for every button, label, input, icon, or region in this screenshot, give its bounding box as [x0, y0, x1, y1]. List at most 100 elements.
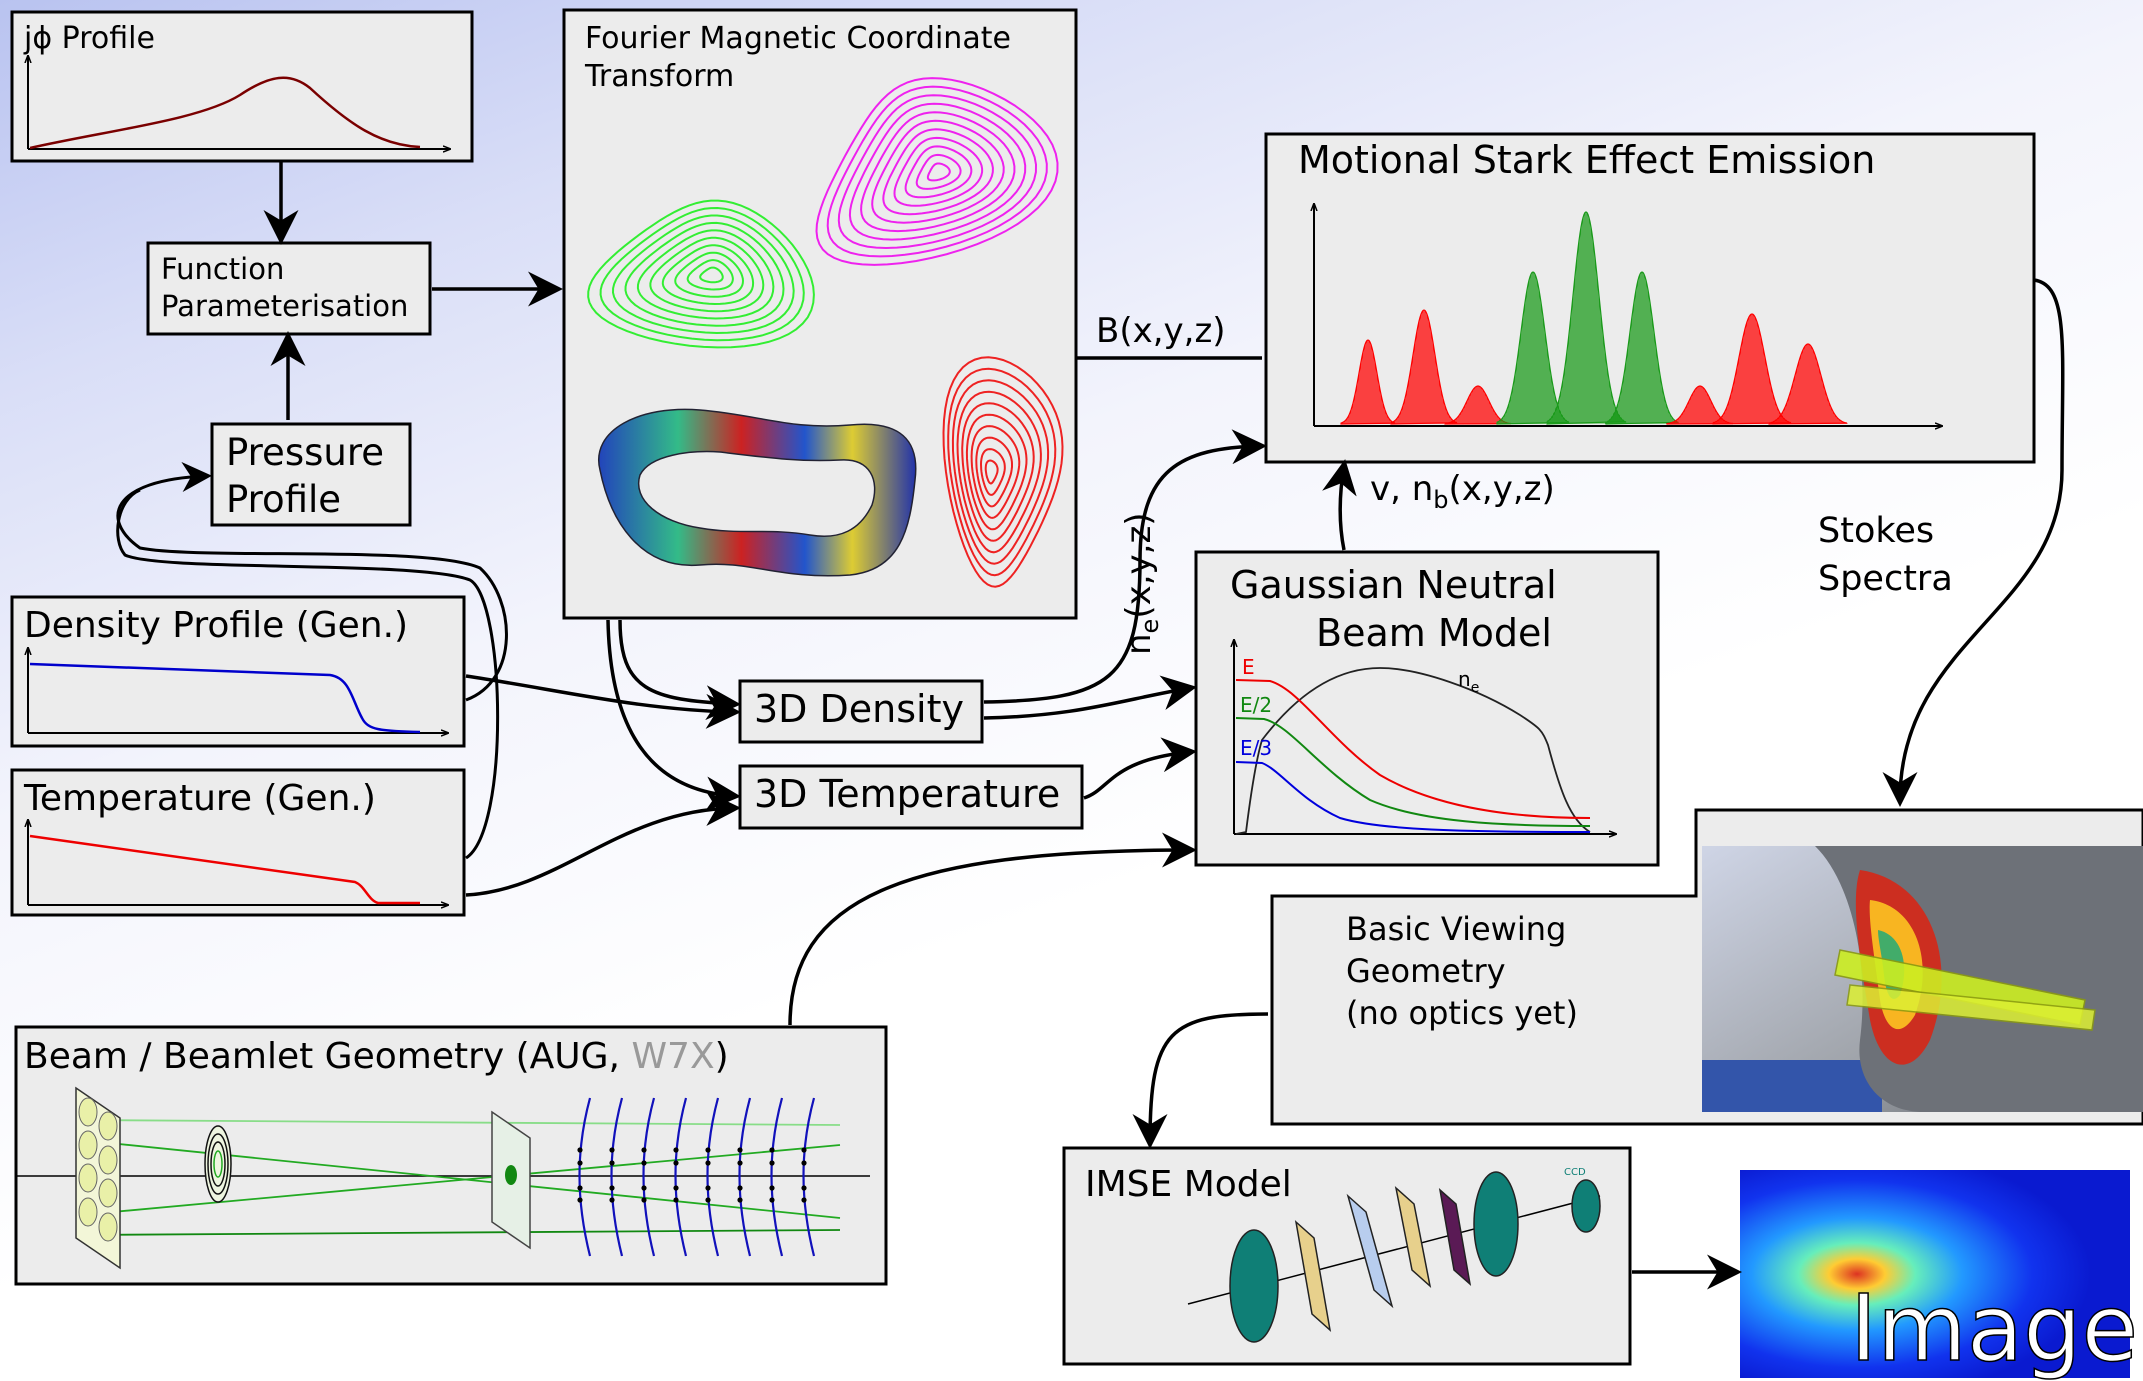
beamlet-dot [577, 1185, 583, 1191]
beam-E3-curve [1235, 761, 1591, 833]
jphi-curve [29, 76, 421, 150]
stellarator-plasma-3d-surface [597, 408, 917, 577]
beam-E2-label: E/2 [1240, 693, 1272, 717]
beamlet-dot [577, 1197, 583, 1203]
green-flux-surface-contours [587, 199, 815, 349]
temperature-3d-box: 3D Temperature [738, 764, 1084, 830]
beam-arc [610, 1097, 624, 1257]
flux-contour [926, 162, 951, 182]
beamlet-dot [801, 1147, 807, 1153]
flux-contour [686, 259, 734, 291]
flux-contour [942, 356, 1064, 588]
magenta-flux-surface-contours [815, 77, 1059, 266]
beamlet-dot [705, 1147, 711, 1153]
flux-contour [882, 128, 994, 216]
beamlet-dot [737, 1147, 743, 1153]
flux-contour [699, 266, 724, 284]
image-label: Image [1850, 1275, 2138, 1381]
flux-contour [599, 206, 805, 342]
flux-contour [674, 251, 745, 298]
beamlet-dot [737, 1185, 743, 1191]
flux-contour [837, 94, 1038, 250]
beam-E-curve [1235, 679, 1591, 819]
spectral-peak [1768, 343, 1848, 425]
beamlet-dot [641, 1147, 647, 1153]
gaussian-title-line2: Beam Model [1316, 611, 1552, 655]
beam-cross-section-arcs [577, 1097, 816, 1257]
pressure-profile-box: Pressure Profile [210, 422, 412, 527]
beam-E2-curve [1235, 717, 1591, 827]
spectral-peak [1340, 339, 1396, 425]
spectral-peak [1390, 309, 1458, 425]
viewing-line2: Geometry [1346, 952, 1506, 990]
density-3d-box: 3D Density [738, 679, 984, 744]
flux-contour [915, 153, 962, 190]
arrow-3d-temp-to-beam [1083, 737, 1197, 800]
arrow-geometry-to-beam [788, 832, 1197, 1026]
beamlet-dot [673, 1197, 679, 1203]
arrow-3d-density-to-mse [983, 429, 1267, 704]
line-temperature-to-pressure [116, 488, 500, 860]
beamlet-dot [801, 1197, 807, 1203]
red-flux-surface-contours [942, 356, 1064, 588]
flux-contour [979, 448, 1006, 496]
flux-contour [956, 390, 1042, 554]
function-param-line2: Parameterisation [161, 289, 408, 323]
viewing-line3: (no optics yet) [1346, 994, 1578, 1032]
fourier-title-line1: Fourier Magnetic Coordinate [585, 21, 1011, 56]
beam-arc [706, 1097, 720, 1257]
arrow-viewing-to-imse [1132, 1012, 1269, 1149]
flux-contour [947, 367, 1057, 577]
arrow-temp-to-3d [465, 791, 741, 897]
arrow-fourier-to-3d-density [618, 619, 741, 721]
beamlet-dot [737, 1197, 743, 1203]
flux-contour [848, 102, 1027, 241]
beamlet-dot [577, 1160, 583, 1166]
stokes-line1: Stokes [1818, 511, 1934, 551]
bfield-label: B(x,y,z) [1096, 311, 1226, 351]
flux-contour [965, 413, 1028, 531]
beam-vnb-label: v, nb(x,y,z) [1370, 469, 1555, 514]
beamlet-dot [769, 1197, 775, 1203]
flux-contour [611, 214, 795, 335]
beam-grid-plate [491, 1110, 531, 1250]
ne-curve [1235, 667, 1591, 835]
beam-arc [770, 1097, 784, 1257]
function-param-line1: Function [161, 252, 284, 286]
density-3d-label: 3D Density [754, 687, 964, 731]
temperature-profile-box: Temperature (Gen.) [10, 768, 466, 917]
source-grid-plate [75, 1086, 121, 1270]
beamlet-dot [769, 1185, 775, 1191]
connector-arrows [116, 162, 2065, 1290]
arrow-3d-density-to-beam [983, 675, 1197, 720]
spectral-peak [1712, 313, 1792, 425]
flux-contour [860, 111, 1016, 233]
beamlet-dot [673, 1185, 679, 1191]
focusing-lens [204, 1125, 232, 1203]
flux-contour [893, 136, 984, 207]
spectral-peak [1496, 271, 1570, 425]
beamlet-dot [737, 1160, 743, 1166]
imse-optical-elements: CCD [1229, 1167, 1601, 1343]
ccd-label: CCD [1564, 1167, 1586, 1178]
beamlet-dot [641, 1197, 647, 1203]
spectral-peak [1546, 211, 1628, 425]
spectral-peak [1666, 385, 1734, 425]
density-profile-box: Density Profile (Gen.) [10, 595, 466, 748]
viewing-line1: Basic Viewing [1346, 910, 1566, 948]
beamlet-dot [609, 1197, 615, 1203]
beamlet-dot [705, 1197, 711, 1203]
arrow-density-to-3d [465, 674, 741, 729]
flux-contour [975, 436, 1013, 508]
flux-contour [961, 402, 1035, 542]
imse-title: IMSE Model [1085, 1164, 1292, 1205]
flux-contour [951, 379, 1050, 565]
beamlet-dot [801, 1185, 807, 1191]
density-profile-title: Density Profile (Gen.) [24, 605, 408, 646]
gaussian-beam-model-box: Gaussian Neutral Beam Model E E/2 E/3 ne [1194, 550, 1660, 867]
beamlet-dot [577, 1147, 583, 1153]
arrow-beam-to-mse [1322, 459, 1357, 551]
flux-contour [871, 119, 1005, 224]
gaussian-title-line1: Gaussian Neutral [1230, 563, 1557, 607]
beamlet-dot [609, 1147, 615, 1153]
